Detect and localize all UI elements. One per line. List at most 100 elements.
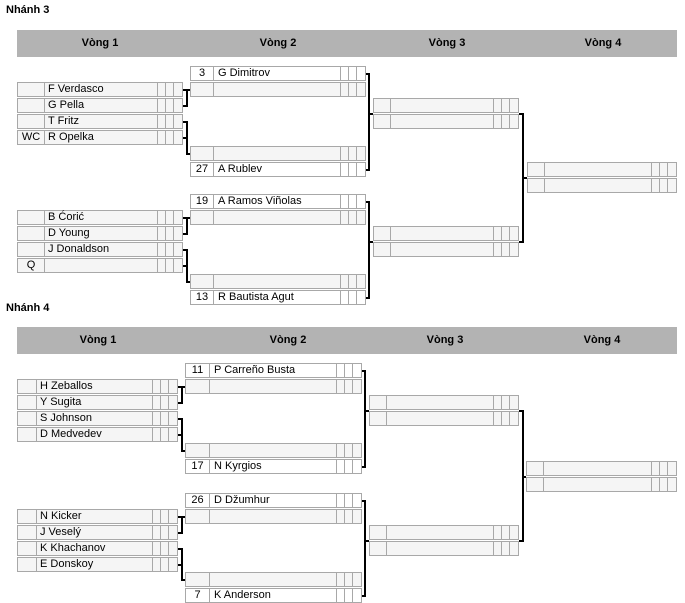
player-slot [527,162,677,177]
score-cell [501,115,510,128]
score-cell [173,131,182,144]
score-cell [667,478,676,491]
bracket-line [181,450,185,452]
score-cell [160,526,169,539]
seed-cell: 7 [186,589,210,602]
seed-cell [18,211,45,224]
bracket-line [178,434,181,436]
player-slot: D Medvedev [17,427,178,442]
score-cell [173,259,182,272]
seed-cell [18,396,37,409]
score-cell [344,364,353,377]
player-name: E Donskoy [40,558,94,570]
score-cell [160,510,169,523]
score-cell [160,558,169,571]
score-cell [152,412,161,425]
score-cell [356,211,365,224]
seed-cell [374,243,391,256]
score-cell [501,396,510,409]
round-label: Vòng 4 [584,37,622,49]
bracket-line [183,137,186,139]
bracket-line [178,548,181,550]
seed-cell: 26 [186,494,210,507]
score-cell [336,573,345,586]
seed-cell: 27 [191,163,214,176]
score-cell [152,526,161,539]
score-cell [165,243,174,256]
bracket-line [183,217,186,219]
score-cell [667,163,676,176]
score-cell [173,211,182,224]
score-cell [659,179,668,192]
bracket-line [181,386,183,404]
bracket-line [183,249,186,251]
score-cell [509,99,518,112]
seed-cell [370,396,387,409]
seed-cell [18,227,45,240]
score-cell [344,494,353,507]
bracket-line [519,241,523,243]
player-slot [185,443,362,458]
bracket-line [186,249,188,283]
bracket-line [519,540,523,542]
score-cell [160,542,169,555]
score-cell [501,99,510,112]
score-cell [168,380,177,393]
score-cell [173,227,182,240]
bracket-line [368,73,370,171]
player-slot [190,274,366,289]
player-name: K Khachanov [40,542,106,554]
player-name: F Verdasco [48,83,104,95]
seed-cell [374,115,391,128]
score-cell [340,147,349,160]
bracket-line [366,201,368,203]
score-cell [165,99,174,112]
score-cell [356,83,365,96]
seed-cell [528,179,545,192]
player-slot [527,178,677,193]
score-cell [168,412,177,425]
player-slot: N Kicker [17,509,178,524]
seed-cell: 11 [186,364,210,377]
bracket-line [183,233,186,235]
seed-cell: 13 [191,291,214,304]
seed-cell [18,412,37,425]
score-cell [501,227,510,240]
score-cell [651,478,660,491]
score-cell [160,428,169,441]
player-name: T Fritz [48,115,79,127]
score-cell [165,115,174,128]
seed-cell [18,243,45,256]
score-cell [509,396,518,409]
score-cell [659,462,668,475]
score-cell [152,396,161,409]
seed-cell [18,115,45,128]
player-slot: Q [17,258,183,273]
score-cell [165,227,174,240]
round-label: Vòng 1 [81,37,119,49]
bracket-line [183,89,186,91]
seed-cell: 17 [186,460,210,473]
score-cell [152,380,161,393]
score-cell [493,526,502,539]
bracket-line [186,217,188,235]
score-cell [160,380,169,393]
score-cell [348,147,357,160]
score-cell [493,115,502,128]
score-cell [501,412,510,425]
score-cell [336,494,345,507]
player-name: R Opelka [48,131,94,143]
score-cell [667,462,676,475]
score-cell [173,243,182,256]
bracket-line [362,500,364,502]
score-cell [344,589,353,602]
bracket-line [186,281,190,283]
score-cell [168,526,177,539]
score-cell [168,396,177,409]
bracket-line [366,73,368,75]
seed-cell [191,147,214,160]
score-cell [173,83,182,96]
